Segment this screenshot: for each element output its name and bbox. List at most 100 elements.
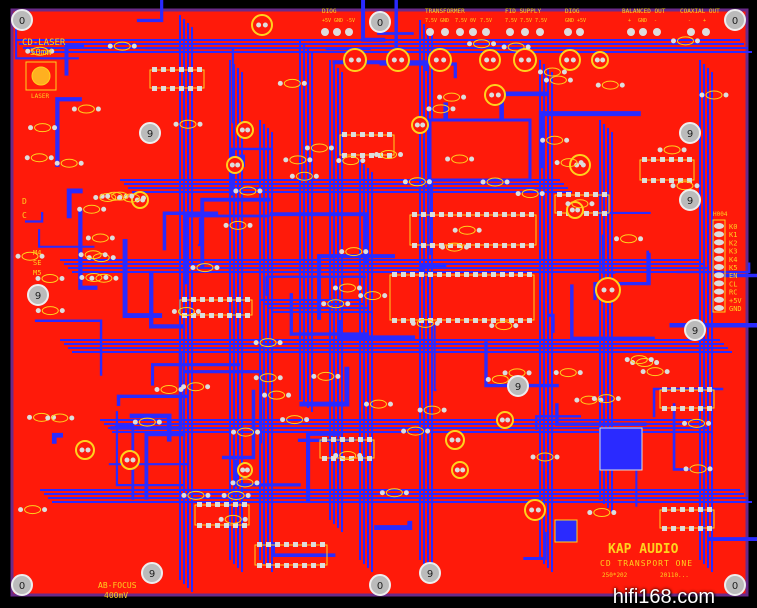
capacitor bbox=[386, 48, 410, 72]
header-ref: H004 bbox=[713, 211, 728, 218]
svg-text:9: 9 bbox=[35, 291, 41, 302]
pin-label: CL bbox=[729, 280, 737, 288]
pin-label: +5V bbox=[577, 18, 586, 24]
pin-label: EN bbox=[729, 272, 737, 280]
board-dimensions: 250*202 bbox=[602, 572, 628, 579]
top-connector-pin-labels: +5V GND -5V 7.5V GND 7.5V 0V 7.5V 7.5V 7… bbox=[322, 18, 706, 24]
resistor bbox=[363, 399, 393, 409]
resistor bbox=[171, 306, 201, 316]
resistor bbox=[71, 104, 101, 114]
resistor bbox=[537, 67, 567, 77]
ic-footprint bbox=[409, 212, 537, 248]
resistor bbox=[79, 272, 109, 282]
resistor bbox=[624, 355, 654, 365]
capacitor bbox=[428, 48, 452, 72]
copper-pour bbox=[10, 8, 749, 597]
components bbox=[15, 14, 729, 568]
resistor bbox=[543, 75, 573, 85]
resistor bbox=[233, 186, 263, 196]
pin-label: GND bbox=[638, 18, 647, 24]
pin-label: + bbox=[703, 18, 706, 24]
mounting-hole: 0 bbox=[369, 574, 391, 596]
resistor bbox=[501, 42, 531, 52]
resistor bbox=[35, 306, 65, 316]
mounting-hole: 0 bbox=[11, 574, 33, 596]
resistor bbox=[640, 367, 670, 377]
mounting-hole: 9 bbox=[27, 284, 49, 306]
connector-label: TRANSFORMER bbox=[425, 8, 465, 15]
board-date: 20110... bbox=[660, 572, 689, 579]
capacitor bbox=[237, 462, 253, 478]
resistor bbox=[89, 273, 119, 283]
resistor bbox=[339, 247, 369, 257]
resistor bbox=[277, 78, 307, 88]
resistor bbox=[401, 426, 431, 436]
laser-label: CD-LASER bbox=[22, 38, 66, 48]
capacitor bbox=[120, 450, 140, 470]
laser-block: CD-LASER 50mW LASER bbox=[22, 38, 66, 100]
svg-text:9: 9 bbox=[687, 196, 693, 207]
resistor bbox=[223, 220, 253, 230]
capacitor bbox=[445, 430, 465, 450]
resistor bbox=[231, 427, 261, 437]
mounting-hole: 0 bbox=[369, 11, 391, 33]
mounting-hole: 9 bbox=[684, 319, 706, 341]
ic-footprint bbox=[179, 297, 253, 318]
mounting-hole: 9 bbox=[679, 189, 701, 211]
capacitor bbox=[559, 49, 581, 71]
resistor bbox=[230, 478, 260, 488]
resistor bbox=[280, 415, 310, 425]
pin-label: -5V bbox=[346, 18, 355, 24]
resistor bbox=[417, 405, 447, 415]
resistor bbox=[262, 390, 292, 400]
resistor bbox=[657, 145, 687, 155]
resistor bbox=[426, 104, 456, 114]
resistor bbox=[333, 451, 363, 461]
connector-label: BALANCED OUT bbox=[622, 8, 666, 15]
connector-label: FID SUPPLY bbox=[505, 8, 542, 15]
pin-label: +5V bbox=[322, 18, 331, 24]
capacitor bbox=[236, 121, 254, 139]
resistor bbox=[311, 371, 341, 381]
resistor bbox=[283, 155, 313, 165]
laser-connector-label: LASER bbox=[31, 93, 49, 100]
pin-label: GND bbox=[729, 305, 742, 313]
resistor bbox=[15, 251, 45, 261]
resistor bbox=[445, 154, 475, 164]
resistor bbox=[24, 153, 54, 163]
svg-text:9: 9 bbox=[692, 326, 698, 337]
pin-label: K3 bbox=[729, 248, 737, 256]
svg-text:0: 0 bbox=[377, 581, 383, 592]
mounting-hole: 9 bbox=[419, 562, 441, 584]
svg-text:0: 0 bbox=[19, 16, 25, 27]
resistor bbox=[190, 263, 220, 273]
resistor bbox=[670, 36, 700, 46]
resistor bbox=[614, 234, 644, 244]
mounting-hole: 0 bbox=[724, 574, 746, 596]
resistor bbox=[402, 177, 432, 187]
top-connector-labels: DIOG TRANSFORMER FID SUPPLY DIOG BALANCE… bbox=[322, 8, 720, 15]
resistor bbox=[467, 39, 497, 49]
pin-label: K4 bbox=[729, 256, 737, 264]
ic-footprint bbox=[194, 502, 250, 528]
capacitor bbox=[226, 156, 244, 174]
pin-label: M4 bbox=[33, 249, 41, 257]
focus-label: AB-FOCUS bbox=[98, 581, 137, 590]
resistor bbox=[221, 490, 251, 500]
pin-label: SE bbox=[33, 259, 41, 267]
capacitor bbox=[595, 277, 621, 303]
resistor bbox=[437, 92, 467, 102]
resistor bbox=[452, 225, 482, 235]
resistor bbox=[289, 171, 319, 181]
resistor bbox=[45, 413, 75, 423]
pin-label: 7.5V bbox=[480, 18, 492, 24]
brand-title: KAP AUDIO bbox=[608, 542, 679, 557]
capacitor bbox=[496, 411, 514, 429]
pin-label: K1 bbox=[729, 231, 737, 239]
ic-footprint bbox=[639, 157, 695, 183]
resistor bbox=[565, 199, 595, 209]
resistor bbox=[28, 123, 58, 133]
pin-label: - bbox=[654, 18, 657, 24]
